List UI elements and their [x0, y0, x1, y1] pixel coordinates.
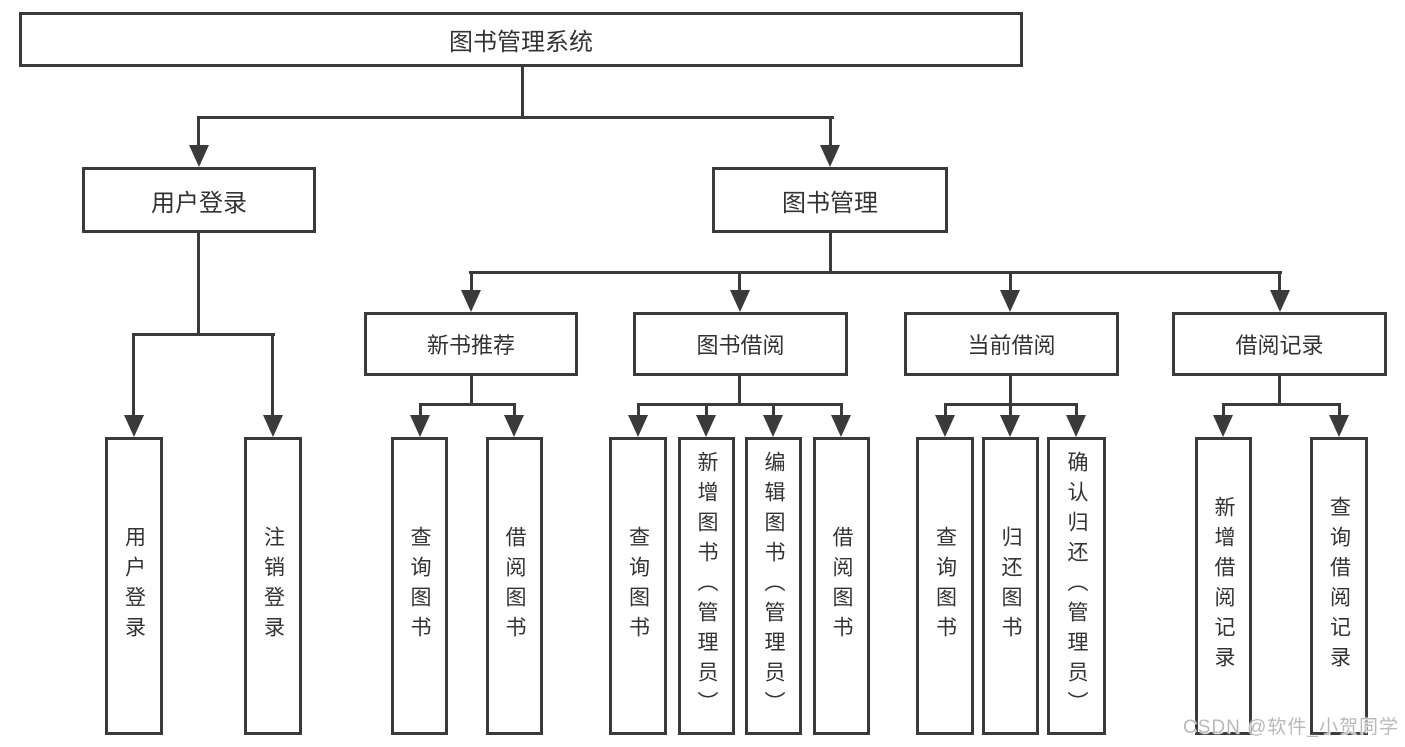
connector-line — [1009, 403, 1012, 417]
arrow-head-icon — [263, 415, 283, 437]
leaf-edit-books-admin: 编辑图书（管理员） — [745, 437, 802, 735]
arrow-head-icon — [1000, 415, 1020, 437]
connector-line — [772, 403, 775, 417]
leaf-query-borrow-record: 查询借阅记录 — [1310, 437, 1368, 735]
connector-line — [132, 333, 275, 336]
arrow-head-icon — [820, 145, 840, 167]
connector-line — [1009, 376, 1012, 405]
node-root-system: 图书管理系统 — [19, 12, 1023, 67]
connector-line — [197, 116, 200, 148]
connector-line — [1278, 271, 1281, 293]
connector-line — [1009, 271, 1012, 293]
arrow-head-icon — [935, 415, 955, 437]
connector-line — [521, 66, 524, 118]
connector-line — [829, 116, 832, 148]
node-current-borrowing: 当前借阅 — [904, 312, 1119, 376]
leaf-user-login: 用户登录 — [105, 437, 163, 735]
node-book-management: 图书管理 — [712, 167, 948, 233]
arrow-head-icon — [831, 415, 851, 437]
connector-line — [469, 271, 1282, 274]
connector-line — [197, 116, 834, 119]
connector-line — [470, 376, 473, 405]
connector-line — [637, 403, 843, 406]
connector-line — [419, 403, 422, 417]
arrow-head-icon — [410, 415, 430, 437]
arrow-head-icon — [1213, 415, 1233, 437]
csdn-watermark: CSDN @软件_小贺同学 — [1183, 717, 1399, 738]
arrow-head-icon — [763, 415, 783, 437]
leaf-query-books-recommend: 查询图书 — [391, 437, 448, 735]
connector-line — [197, 233, 200, 336]
arrow-head-icon — [461, 290, 481, 312]
connector-line — [637, 403, 640, 417]
leaf-query-books-current: 查询图书 — [916, 437, 974, 735]
connector-line — [271, 333, 274, 417]
arrow-head-icon — [1066, 415, 1086, 437]
connector-line — [738, 271, 741, 293]
leaf-borrow-books-borrowing: 借阅图书 — [813, 437, 870, 735]
leaf-query-books-borrowing: 查询图书 — [609, 437, 667, 735]
connector-line — [1222, 403, 1340, 406]
leaf-borrow-books-recommend: 借阅图书 — [486, 437, 543, 735]
connector-line — [1075, 403, 1078, 417]
connector-line — [1278, 376, 1281, 405]
connector-line — [705, 403, 708, 417]
node-book-borrowing: 图书借阅 — [633, 312, 848, 376]
leaf-return-books: 归还图书 — [982, 437, 1039, 735]
connector-line — [1222, 403, 1225, 417]
arrow-head-icon — [189, 145, 209, 167]
node-user-login: 用户登录 — [82, 167, 316, 233]
node-new-book-recommend: 新书推荐 — [364, 312, 578, 376]
arrow-head-icon — [1329, 415, 1349, 437]
arrow-head-icon — [124, 415, 144, 437]
connector-line — [829, 233, 832, 274]
leaf-logout: 注销登录 — [244, 437, 302, 735]
connector-line — [1338, 403, 1341, 417]
leaf-confirm-return-admin: 确认归还（管理员） — [1047, 437, 1106, 735]
connector-line — [132, 333, 135, 417]
connector-line — [840, 403, 843, 417]
leaf-add-books-admin: 新增图书（管理员） — [678, 437, 735, 735]
arrow-head-icon — [730, 290, 750, 312]
node-borrowing-records: 借阅记录 — [1172, 312, 1387, 376]
connector-line — [738, 376, 741, 405]
connector-line — [470, 271, 473, 293]
leaf-add-borrow-record: 新增借阅记录 — [1195, 437, 1252, 735]
arrow-head-icon — [628, 415, 648, 437]
arrow-head-icon — [1000, 290, 1020, 312]
arrow-head-icon — [696, 415, 716, 437]
connector-line — [944, 403, 947, 417]
connector-line — [419, 403, 516, 406]
arrow-head-icon — [1270, 290, 1290, 312]
arrow-head-icon — [504, 415, 524, 437]
connector-line — [513, 403, 516, 417]
